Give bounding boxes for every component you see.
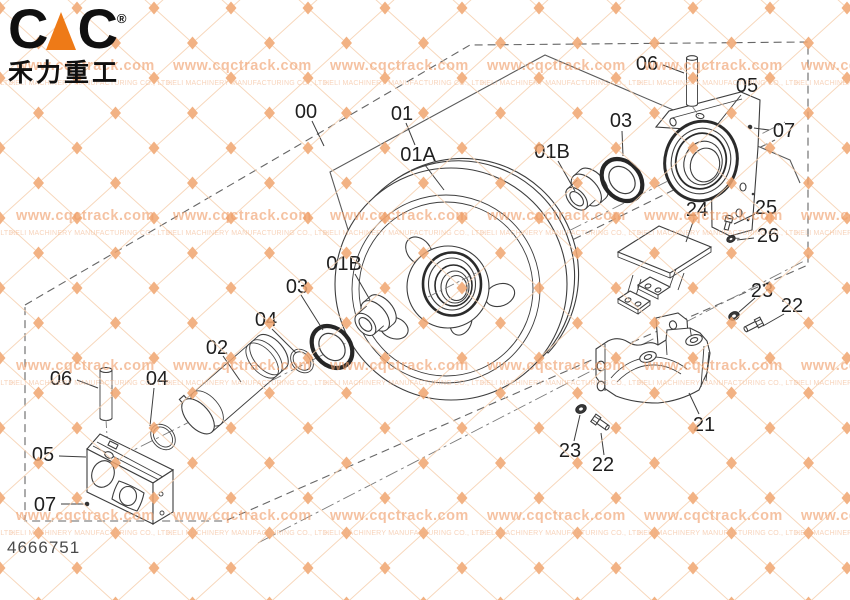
bolt-22-right [743, 316, 765, 333]
idler-axle [178, 333, 289, 435]
callout-04: 04 [255, 309, 277, 331]
callout-01: 01 [391, 103, 413, 125]
callout-01B: 01B [326, 253, 362, 275]
logo-wordmark: C C ® [8, 0, 127, 60]
leader-line-03 [621, 130, 624, 157]
callout-07: 07 [773, 120, 795, 142]
washer-23-right [728, 311, 740, 321]
leader-line-03 [300, 294, 324, 331]
registered-trademark: ® [116, 11, 127, 26]
callout-07: 07 [34, 494, 56, 516]
logo-letter-c2: C [77, 0, 117, 60]
washer-23-bottom [575, 404, 587, 414]
leader-line-00 [311, 120, 325, 147]
o-ring-lower [150, 423, 176, 451]
callout-06: 06 [636, 53, 658, 75]
leader-line-06 [76, 379, 99, 389]
leader-line-21 [688, 392, 700, 415]
brand-logo: C C ® 禾力重工 [8, 0, 127, 89]
callout-21: 21 [693, 414, 715, 436]
callout-26: 26 [757, 225, 779, 247]
leader-line-04 [149, 387, 155, 427]
callout-03: 03 [286, 276, 308, 298]
leader-dot-07 [747, 124, 753, 130]
leader-line-22 [600, 432, 605, 456]
callout-22: 22 [781, 295, 803, 317]
leader-line-05 [58, 455, 87, 458]
callout-03: 03 [610, 110, 632, 132]
callout-24: 24 [686, 199, 708, 221]
bearing-block-left [86, 433, 175, 525]
support-bracket [595, 312, 711, 404]
callout-23: 23 [559, 440, 581, 462]
logo-triangle-icon [46, 12, 77, 50]
callout-22: 22 [592, 454, 614, 476]
logo-letter-c1: C [8, 0, 48, 60]
leader-line-23 [573, 414, 581, 442]
bolt-22-bottom [590, 413, 610, 431]
leader-line-06 [662, 64, 685, 74]
idler-wheel [334, 157, 580, 401]
wheel-hub [406, 245, 490, 329]
guard-plate [616, 225, 713, 315]
leader-dot-07 [84, 501, 90, 507]
callout-01A: 01A [400, 144, 436, 166]
callout-05: 05 [32, 444, 54, 466]
logo-company-chinese: 禾力重工 [8, 59, 121, 87]
callout-00: 00 [295, 101, 317, 123]
callout-06: 06 [50, 368, 72, 390]
drawing-number: 4666751 [7, 538, 81, 557]
callout-23: 23 [751, 280, 773, 302]
callout-05: 05 [736, 75, 758, 97]
callout-04: 04 [146, 368, 168, 390]
callout-25: 25 [755, 197, 777, 219]
callout-01B: 01B [534, 141, 570, 163]
leader-line-26 [736, 237, 755, 241]
leader-line-01B [557, 160, 576, 192]
callout-02: 02 [206, 337, 228, 359]
